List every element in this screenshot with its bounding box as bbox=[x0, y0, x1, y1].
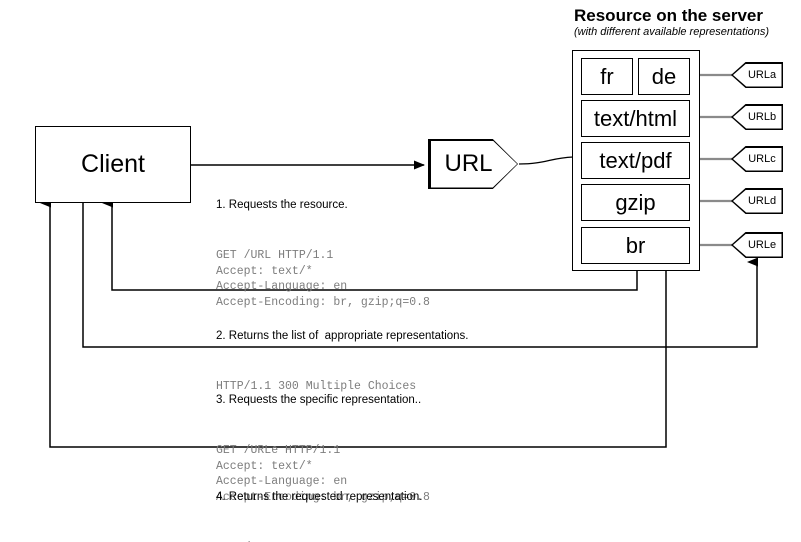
url-tag-urle[interactable]: URLe bbox=[731, 232, 783, 258]
message-code: GET /URLe HTTP/1.1 Accept: text/* Accept… bbox=[216, 444, 430, 504]
message-title: 4. Returns the requested representation. bbox=[216, 491, 423, 503]
message-code: HTTP/1.1 300 Multiple Choices bbox=[216, 380, 417, 393]
line-step2 bbox=[102, 198, 638, 291]
rep-to-url-connectors bbox=[697, 73, 733, 247]
message-step-3: 3. Requests the specific representation.… bbox=[216, 358, 430, 541]
representation-box-gzip[interactable]: gzip bbox=[581, 184, 690, 221]
url-tag-label: URLc bbox=[732, 147, 782, 171]
url-tag-label: URLd bbox=[732, 189, 782, 213]
representation-label: gzip bbox=[615, 189, 656, 215]
message-step-2: 2. Returns the list of appropriate repre… bbox=[216, 294, 469, 431]
client-label: Client bbox=[81, 150, 145, 178]
url-tag-urla[interactable]: URLa bbox=[731, 62, 783, 88]
message-code: GET /URL HTTP/1.1 Accept: text/* Accept-… bbox=[216, 249, 430, 309]
representation-label: br bbox=[625, 232, 646, 258]
representation-box-br[interactable]: br bbox=[581, 227, 690, 264]
client-box[interactable]: Client bbox=[35, 126, 191, 203]
message-title: 3. Requests the specific representation.… bbox=[216, 394, 422, 406]
url-tag-label: URLb bbox=[732, 105, 782, 129]
representation-box-text-html[interactable]: text/html bbox=[581, 100, 690, 137]
representation-box-fr[interactable]: fr bbox=[581, 58, 633, 95]
line-url-to-server bbox=[518, 156, 574, 165]
line-step3 bbox=[82, 196, 758, 348]
url-tag-label: URLe bbox=[732, 233, 782, 257]
representation-label: fr bbox=[600, 63, 614, 89]
server-subtitle: (with different available representation… bbox=[574, 26, 770, 38]
message-step-4: 4. Returns the requested representation.… bbox=[216, 455, 423, 542]
representation-box-de[interactable]: de bbox=[638, 58, 690, 95]
line-step4 bbox=[40, 198, 667, 448]
server-title: Resource on the server bbox=[574, 6, 763, 25]
representation-label: text/html bbox=[593, 105, 678, 131]
message-title: 1. Requests the resource. bbox=[216, 199, 348, 211]
representation-label: text/pdf bbox=[599, 147, 672, 173]
representation-label: de bbox=[651, 63, 677, 89]
message-title: 2. Returns the list of appropriate repre… bbox=[216, 330, 469, 342]
representation-box-text-pdf[interactable]: text/pdf bbox=[581, 142, 690, 179]
message-step-1: 1. Requests the resource. GET /URL HTTP/… bbox=[216, 163, 430, 346]
url-tag-label: URLa bbox=[732, 63, 782, 87]
